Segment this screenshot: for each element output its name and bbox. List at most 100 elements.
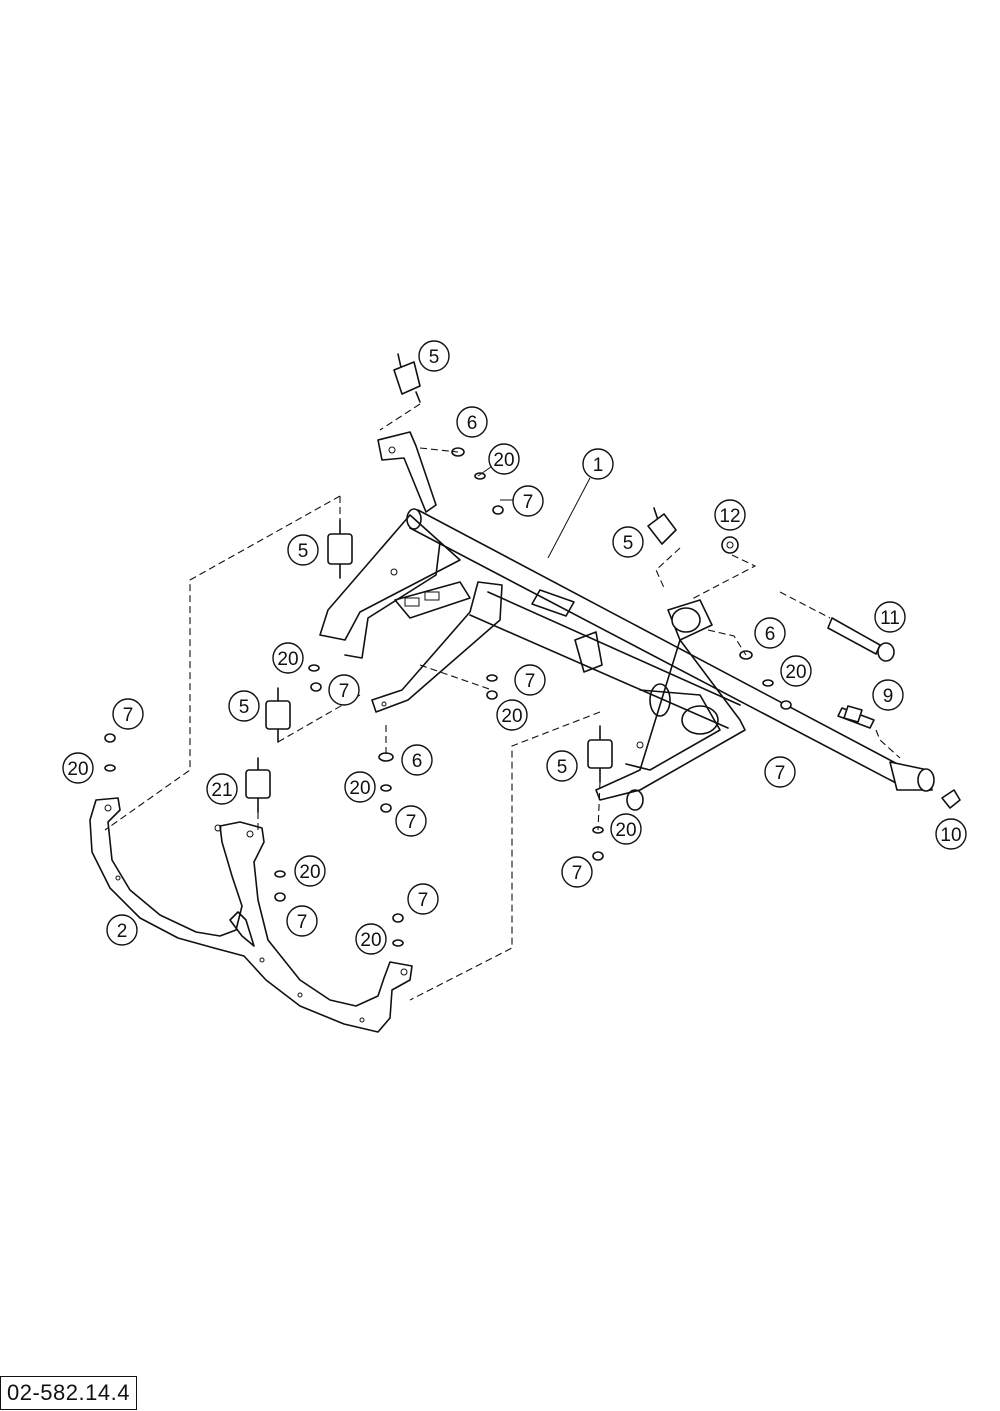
callout-circle xyxy=(512,485,544,517)
callout-7e: 7 xyxy=(764,756,796,788)
rubber-mount-right xyxy=(587,725,613,783)
callout-20h: 20 xyxy=(294,855,326,887)
callout-number: 5 xyxy=(429,347,440,368)
rubber-mount-center xyxy=(265,687,291,743)
callout-number: 10 xyxy=(940,825,961,846)
callout-number: 20 xyxy=(615,820,636,841)
callout-10: 10 xyxy=(935,818,967,850)
callout-number: 20 xyxy=(349,778,370,799)
callout-circle xyxy=(418,340,450,372)
rubber-mount-top xyxy=(393,353,421,403)
callout-21: 21 xyxy=(206,773,238,805)
callout-circle xyxy=(714,499,746,531)
callout-20g: 20 xyxy=(610,813,642,845)
callout-7d: 7 xyxy=(112,698,144,730)
assembly-lead-lines xyxy=(104,403,901,1001)
cap-10 xyxy=(941,789,961,809)
drawing-code-label: 02-582.14.4 xyxy=(0,1376,137,1410)
callout-number: 20 xyxy=(493,450,514,471)
callout-number: 5 xyxy=(623,533,634,554)
callout-20b: 20 xyxy=(780,655,812,687)
callout-circle xyxy=(612,526,644,558)
washers-and-nuts xyxy=(104,447,792,947)
callout-number: 6 xyxy=(765,624,776,645)
callout-number: 20 xyxy=(299,862,320,883)
callout-circle xyxy=(206,773,238,805)
callout-7a: 7 xyxy=(512,485,544,517)
callout-20f: 20 xyxy=(344,771,376,803)
callout-20a: 20 xyxy=(488,443,520,475)
callout-circle xyxy=(407,883,439,915)
callout-circle xyxy=(294,855,326,887)
callout-circle xyxy=(395,805,427,837)
callout-number: 6 xyxy=(467,413,478,434)
callout-6b: 6 xyxy=(754,617,786,649)
callout-number: 5 xyxy=(298,541,309,562)
callout-number: 7 xyxy=(123,705,134,726)
callout-number: 7 xyxy=(406,812,417,833)
callout-number: 20 xyxy=(785,662,806,683)
callout-circle xyxy=(874,601,906,633)
callout-circle xyxy=(62,752,94,784)
callout-circle xyxy=(344,771,376,803)
callout-circle xyxy=(610,813,642,845)
callout-circle xyxy=(355,923,387,955)
callout-circle xyxy=(272,642,304,674)
callout-7i: 7 xyxy=(407,883,439,915)
callout-20i: 20 xyxy=(355,923,387,955)
callout-20e: 20 xyxy=(62,752,94,784)
callout-9: 9 xyxy=(872,679,904,711)
bolt-11 xyxy=(827,617,895,662)
main-frame xyxy=(319,431,935,811)
callout-number: 21 xyxy=(211,780,232,801)
callout-number: 5 xyxy=(239,697,250,718)
callout-number: 11 xyxy=(880,608,900,629)
callout-number: 20 xyxy=(277,649,298,670)
callout-number: 20 xyxy=(67,759,88,780)
engine-adapter-plate xyxy=(89,797,413,1033)
callout-circle xyxy=(286,905,318,937)
callout-11: 11 xyxy=(874,601,906,633)
callout-circle xyxy=(764,756,796,788)
callout-7h: 7 xyxy=(561,856,593,888)
callout-circle xyxy=(496,699,528,731)
callout-circle xyxy=(228,690,260,722)
callout-number: 20 xyxy=(501,706,522,727)
callout-7b: 7 xyxy=(328,674,360,706)
callout-circle xyxy=(872,679,904,711)
callout-5d: 5 xyxy=(228,690,260,722)
callout-number: 12 xyxy=(719,506,740,527)
callout-2: 2 xyxy=(106,914,138,946)
callout-circle xyxy=(488,443,520,475)
callout-circle xyxy=(106,914,138,946)
callout-circle xyxy=(287,534,319,566)
callout-number: 7 xyxy=(775,763,786,784)
callout-5a: 5 xyxy=(418,340,450,372)
callout-6a: 6 xyxy=(456,406,488,438)
callout-5b: 5 xyxy=(612,526,644,558)
callout-20c: 20 xyxy=(272,642,304,674)
callout-circle xyxy=(328,674,360,706)
callout-circle xyxy=(514,664,546,696)
callout-7c: 7 xyxy=(514,664,546,696)
rubber-mount-left xyxy=(327,519,353,579)
callout-number: 7 xyxy=(572,863,583,884)
callout-20d: 20 xyxy=(496,699,528,731)
rubber-mount-upper-right xyxy=(647,507,677,545)
callout-number: 20 xyxy=(360,930,381,951)
callout-number: 7 xyxy=(523,492,534,513)
callout-number: 1 xyxy=(593,455,604,476)
callout-number: 7 xyxy=(339,681,350,702)
callout-5e: 5 xyxy=(546,750,578,782)
callout-circle xyxy=(935,818,967,850)
callout-12: 12 xyxy=(714,499,746,531)
callout-7f: 7 xyxy=(395,805,427,837)
rubber-mount-21 xyxy=(245,757,271,813)
callout-balloons: 5 6 20 7 1 12 5 5 11 6 20 20 7 7 20 9 5 7 7 20 6 21 20 5 7 20 7 20 1… xyxy=(62,340,967,955)
callout-circle xyxy=(546,750,578,782)
callout-number: 6 xyxy=(412,751,423,772)
bolt-9 xyxy=(837,705,875,729)
nut-12 xyxy=(721,536,739,554)
callout-number: 9 xyxy=(883,686,894,707)
